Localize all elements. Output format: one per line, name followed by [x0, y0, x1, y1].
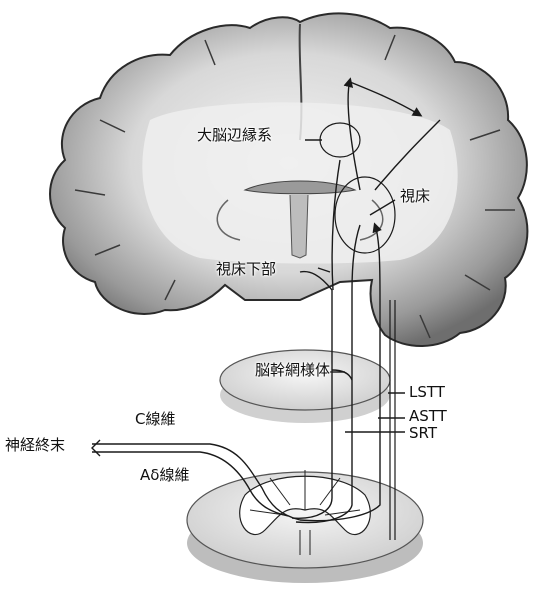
astt-label: ASTT: [409, 409, 447, 424]
srt-label: SRT: [409, 426, 437, 441]
adelta-fiber-label: Aδ線維: [140, 468, 189, 483]
brain-section: [50, 13, 527, 346]
c-fiber-label: C線維: [135, 412, 175, 427]
limbic-system-label: 大脳辺縁系: [197, 128, 272, 143]
brainstem-rf-label: 脳幹網様体: [255, 363, 330, 378]
thalamus-label: 視床: [400, 189, 430, 204]
hypothalamus-label: 視床下部: [216, 262, 276, 277]
spinal-cord-section: [187, 470, 423, 583]
lstt-label: LSTT: [409, 385, 445, 400]
nerve-ending-label: 神経終末: [5, 438, 65, 453]
